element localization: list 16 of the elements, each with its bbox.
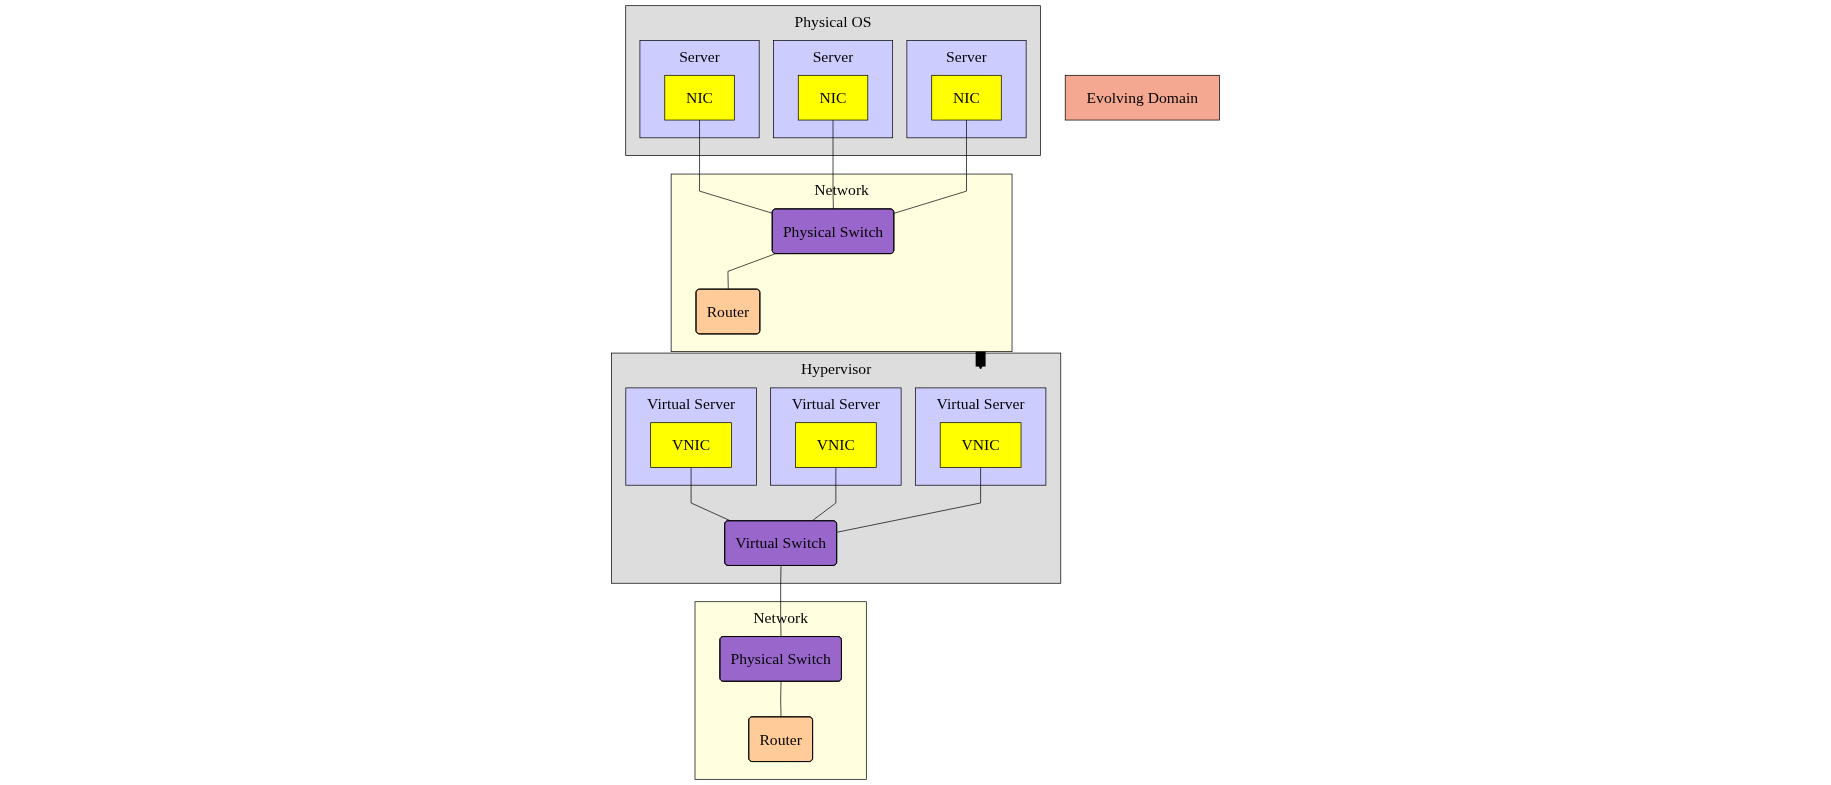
connector	[727, 253, 776, 290]
arrow	[975, 351, 986, 370]
node-box: NIC	[664, 74, 735, 121]
connector	[699, 119, 773, 214]
node-box: VNIC	[795, 422, 877, 468]
connector	[893, 119, 967, 214]
connector	[811, 467, 837, 522]
node-box: Evolving Domain	[1064, 74, 1220, 121]
connector	[832, 119, 834, 210]
node-box: NIC	[931, 74, 1002, 121]
node-box: VNIC	[650, 422, 732, 468]
connector	[780, 681, 782, 718]
node-box: NIC	[797, 74, 869, 121]
connector	[780, 565, 782, 638]
connector	[836, 467, 981, 533]
node-box: VNIC	[939, 422, 1022, 468]
